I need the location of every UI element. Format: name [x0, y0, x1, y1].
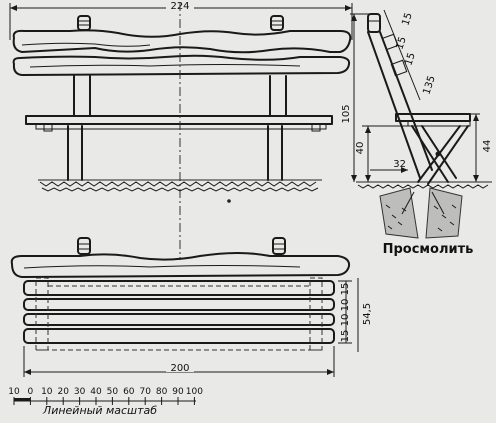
dimension-plan-slat-3: 10: [340, 314, 351, 327]
dimension-plan-slat-1: 15: [340, 283, 351, 296]
plan-finial-right: [272, 237, 286, 255]
dimension-side-right: 44: [482, 140, 493, 153]
scale-tick-label: 100: [186, 387, 203, 397]
plan-seat-slats: [23, 280, 335, 344]
arrowhead: [10, 5, 17, 11]
scale-tick-label: 10: [41, 387, 53, 397]
plan-finial-left: [77, 237, 91, 255]
scale-tick-label: 80: [156, 387, 168, 397]
plan-backrest: [10, 252, 351, 278]
arrowhead: [345, 5, 352, 11]
tar-note: Просмолить: [383, 242, 474, 257]
dimension-height: 105: [341, 104, 352, 123]
dimension-side-front: 32: [393, 159, 406, 170]
scale-tick-label: 10: [8, 387, 20, 397]
side-back-post: [367, 13, 433, 179]
scale-tick-label: 40: [90, 387, 102, 397]
ground-side: [356, 181, 492, 189]
scale-tick-label: 0: [28, 387, 34, 397]
front-view: 224: [9, 0, 353, 260]
seat-front: [25, 115, 333, 132]
plan-view: 15 10 10 15 54,5 200: [10, 237, 373, 377]
scale-tick-label: 60: [123, 387, 135, 397]
dimension-plan-width: 200: [170, 363, 189, 374]
dimension-side-back: 135: [421, 74, 437, 96]
side-seat: [395, 113, 471, 127]
scale-tick-label: 50: [107, 387, 119, 397]
plan-slat-dimensions: [338, 278, 359, 352]
finial-left: [77, 15, 91, 31]
finial-right: [270, 15, 284, 31]
dimension-seat-height: 40: [355, 142, 366, 155]
ground-front: [38, 179, 322, 192]
front-leg-left: [67, 75, 91, 181]
tarred-leg-ends: [379, 187, 463, 239]
front-leg-right: [267, 75, 287, 181]
scale-caption: Линейный масштаб: [42, 404, 157, 417]
side-crossed-legs: [411, 125, 469, 185]
scale-tick-label: 20: [57, 387, 69, 397]
plan-hidden-frame: [35, 277, 323, 351]
scale-tick-label: 70: [139, 387, 151, 397]
dimension-side-top-1: 15: [400, 11, 414, 27]
side-view: 105 15 15 15 135: [341, 9, 493, 257]
dimension-plan-slat-4: 15: [340, 330, 351, 343]
dimension-plan-total: 54,5: [362, 303, 373, 325]
backrest-rail: [12, 54, 351, 76]
backrest-board: [12, 29, 352, 54]
scale-tick-label: 30: [74, 387, 86, 397]
dimension-side-top-3: 15: [403, 51, 417, 67]
dimension-plan-slat-2: 10: [340, 299, 351, 312]
dimension-side-top-2: 15: [394, 35, 408, 51]
scale-tick-label: 90: [172, 387, 184, 397]
